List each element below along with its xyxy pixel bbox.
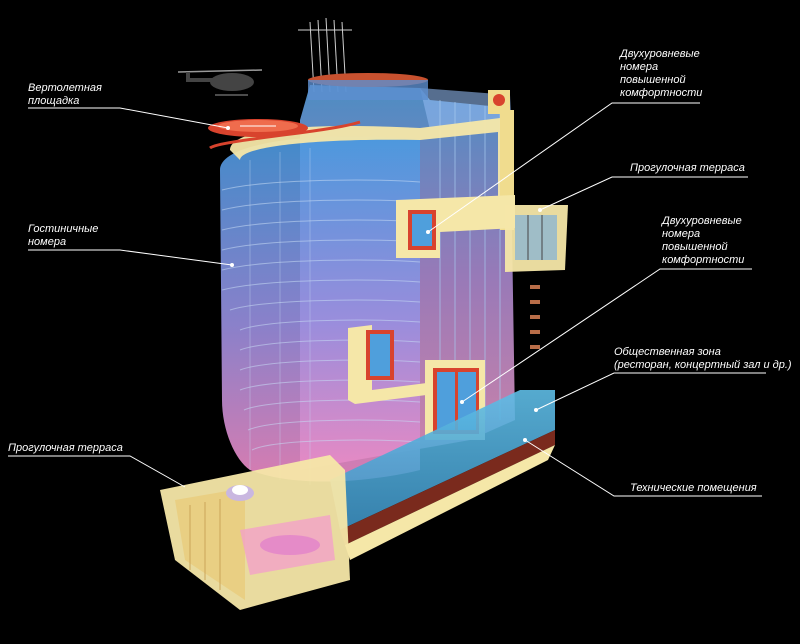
label-public-zone: Общественная зона (ресторан, концертный … — [614, 346, 792, 372]
label-duplex-mid-line3: повышенной — [662, 241, 728, 253]
cream-frame-middle — [348, 325, 450, 404]
label-duplex-top-line4: комфортности — [620, 87, 703, 99]
label-duplex-top-line2: номера — [620, 61, 659, 73]
label-duplex-top-line3: повышенной — [620, 74, 686, 86]
hotel-tower — [220, 136, 421, 485]
label-technical-line1: Технические помещения — [630, 482, 757, 494]
helicopter-icon — [177, 69, 263, 96]
label-walk-terrace-top-line1: Прогулочная терраса — [630, 162, 745, 174]
terrace-upper — [505, 205, 568, 272]
label-hotel-rooms: Гостиничные номера — [28, 223, 98, 249]
label-hotel-rooms-line2: номера — [28, 236, 67, 248]
label-public-zone-line2: (ресторан, концертный зал и др.) — [614, 359, 792, 371]
label-duplex-mid: Двухуровневые номера повышенной комфортн… — [662, 215, 744, 267]
leader-lines — [8, 102, 766, 497]
label-walk-terrace-bottom-line1: Прогулочная терраса — [8, 442, 123, 454]
right-ribs — [530, 285, 540, 349]
label-duplex-top-line1: Двухуровневые — [620, 48, 700, 60]
label-duplex-top: Двухуровневые номера повышенной комфортн… — [620, 48, 702, 100]
label-walk-terrace-top: Прогулочная терраса — [630, 162, 745, 175]
label-helipad: Вертолетная площадка — [28, 82, 102, 108]
duplex-box-middle — [425, 360, 485, 440]
label-technical: Технические помещения — [630, 482, 757, 495]
terrace-lower — [160, 455, 350, 610]
roof-structure — [308, 73, 428, 100]
leader-dots — [226, 126, 542, 442]
label-helipad-line2: площадка — [28, 95, 80, 107]
label-hotel-rooms-line1: Гостиничные — [28, 223, 99, 235]
duplex-box-upper — [396, 195, 515, 258]
label-duplex-mid-line2: номера — [662, 228, 701, 240]
public-zone-block — [330, 390, 555, 560]
label-walk-terrace-bottom: Прогулочная терраса — [8, 442, 123, 455]
label-duplex-mid-line4: комфортности — [662, 254, 745, 266]
label-helipad-line1: Вертолетная — [28, 82, 102, 94]
label-public-zone-line1: Общественная зона — [614, 346, 721, 358]
label-duplex-mid-line1: Двухуровневые — [662, 215, 742, 227]
helipad — [208, 119, 361, 150]
